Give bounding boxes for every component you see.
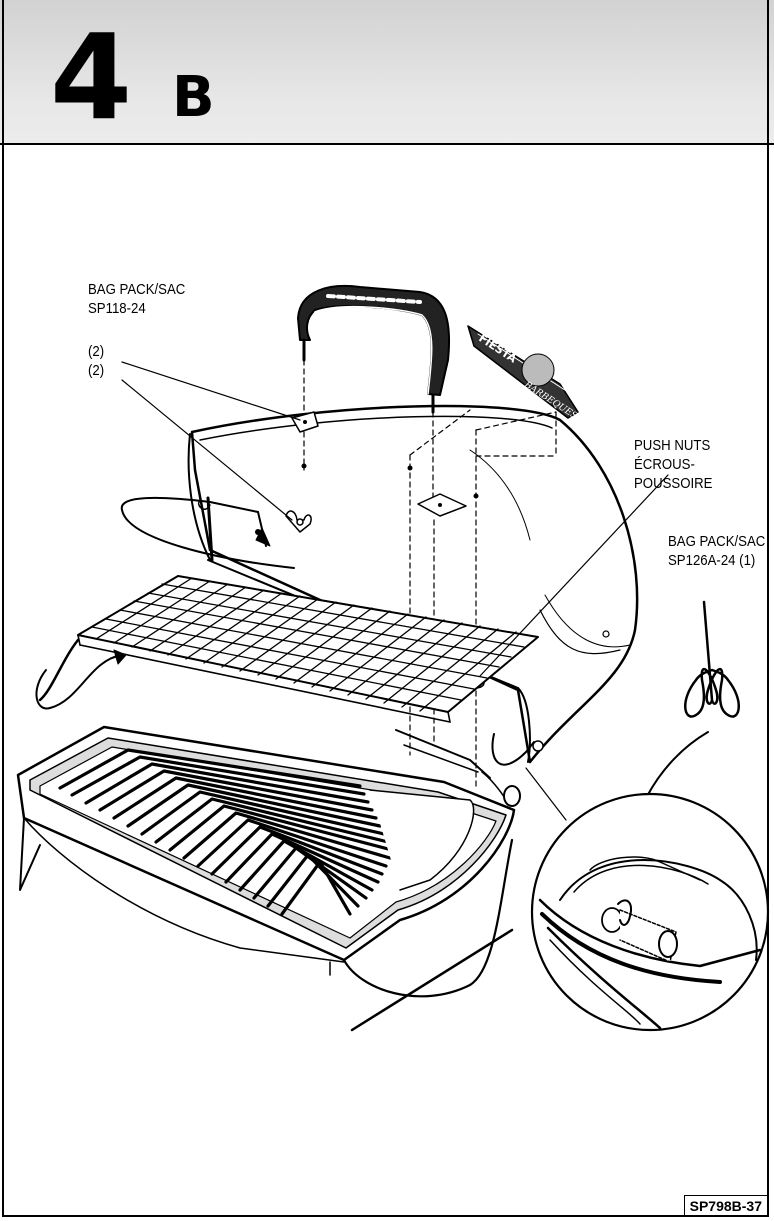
bag-pack-a-title: BAG PACK/SAC — [88, 281, 186, 298]
push-nuts-fr-2: POUSSOIRE — [634, 475, 713, 492]
push-nuts-fr-1: ÉCROUS- — [634, 456, 695, 473]
push-nuts-label: PUSH NUTS ÉCROUS- POUSSOIRE — [634, 436, 712, 493]
wing-nut-left — [285, 510, 312, 533]
bag-pack-b-code: SP126A-24 (1) — [668, 552, 756, 569]
bag-pack-b-label: BAG PACK/SAC SP126A-24 (1) — [668, 532, 765, 570]
spring-clip — [684, 600, 740, 718]
leader-lines — [121, 361, 669, 821]
part-number-box: SP798B-37 — [683, 1195, 768, 1216]
bag-pack-b-title: BAG PACK/SAC — [668, 533, 766, 550]
cooking-grid — [38, 575, 539, 872]
push-nuts-en: PUSH NUTS — [634, 437, 711, 454]
bag-pack-a-code: SP118-24 — [88, 300, 146, 317]
quantity-a: (2) — [88, 343, 105, 360]
step-letter: B — [172, 65, 215, 130]
detail-magnifier — [530, 792, 770, 1032]
grill-lid — [187, 404, 639, 764]
quantity-labels: (2) (2) — [88, 342, 104, 380]
step-header: 4 B — [0, 0, 774, 145]
step-number: 4 — [50, 8, 132, 146]
lid-handle — [297, 285, 451, 414]
firebox — [16, 725, 521, 1032]
grid-arrow-left — [35, 654, 123, 710]
hinge-arrow — [491, 733, 535, 766]
rotation-arrow-left — [120, 496, 295, 569]
bag-pack-a-label: BAG PACK/SAC SP118-24 — [88, 280, 185, 318]
quantity-b: (2) — [88, 362, 105, 379]
